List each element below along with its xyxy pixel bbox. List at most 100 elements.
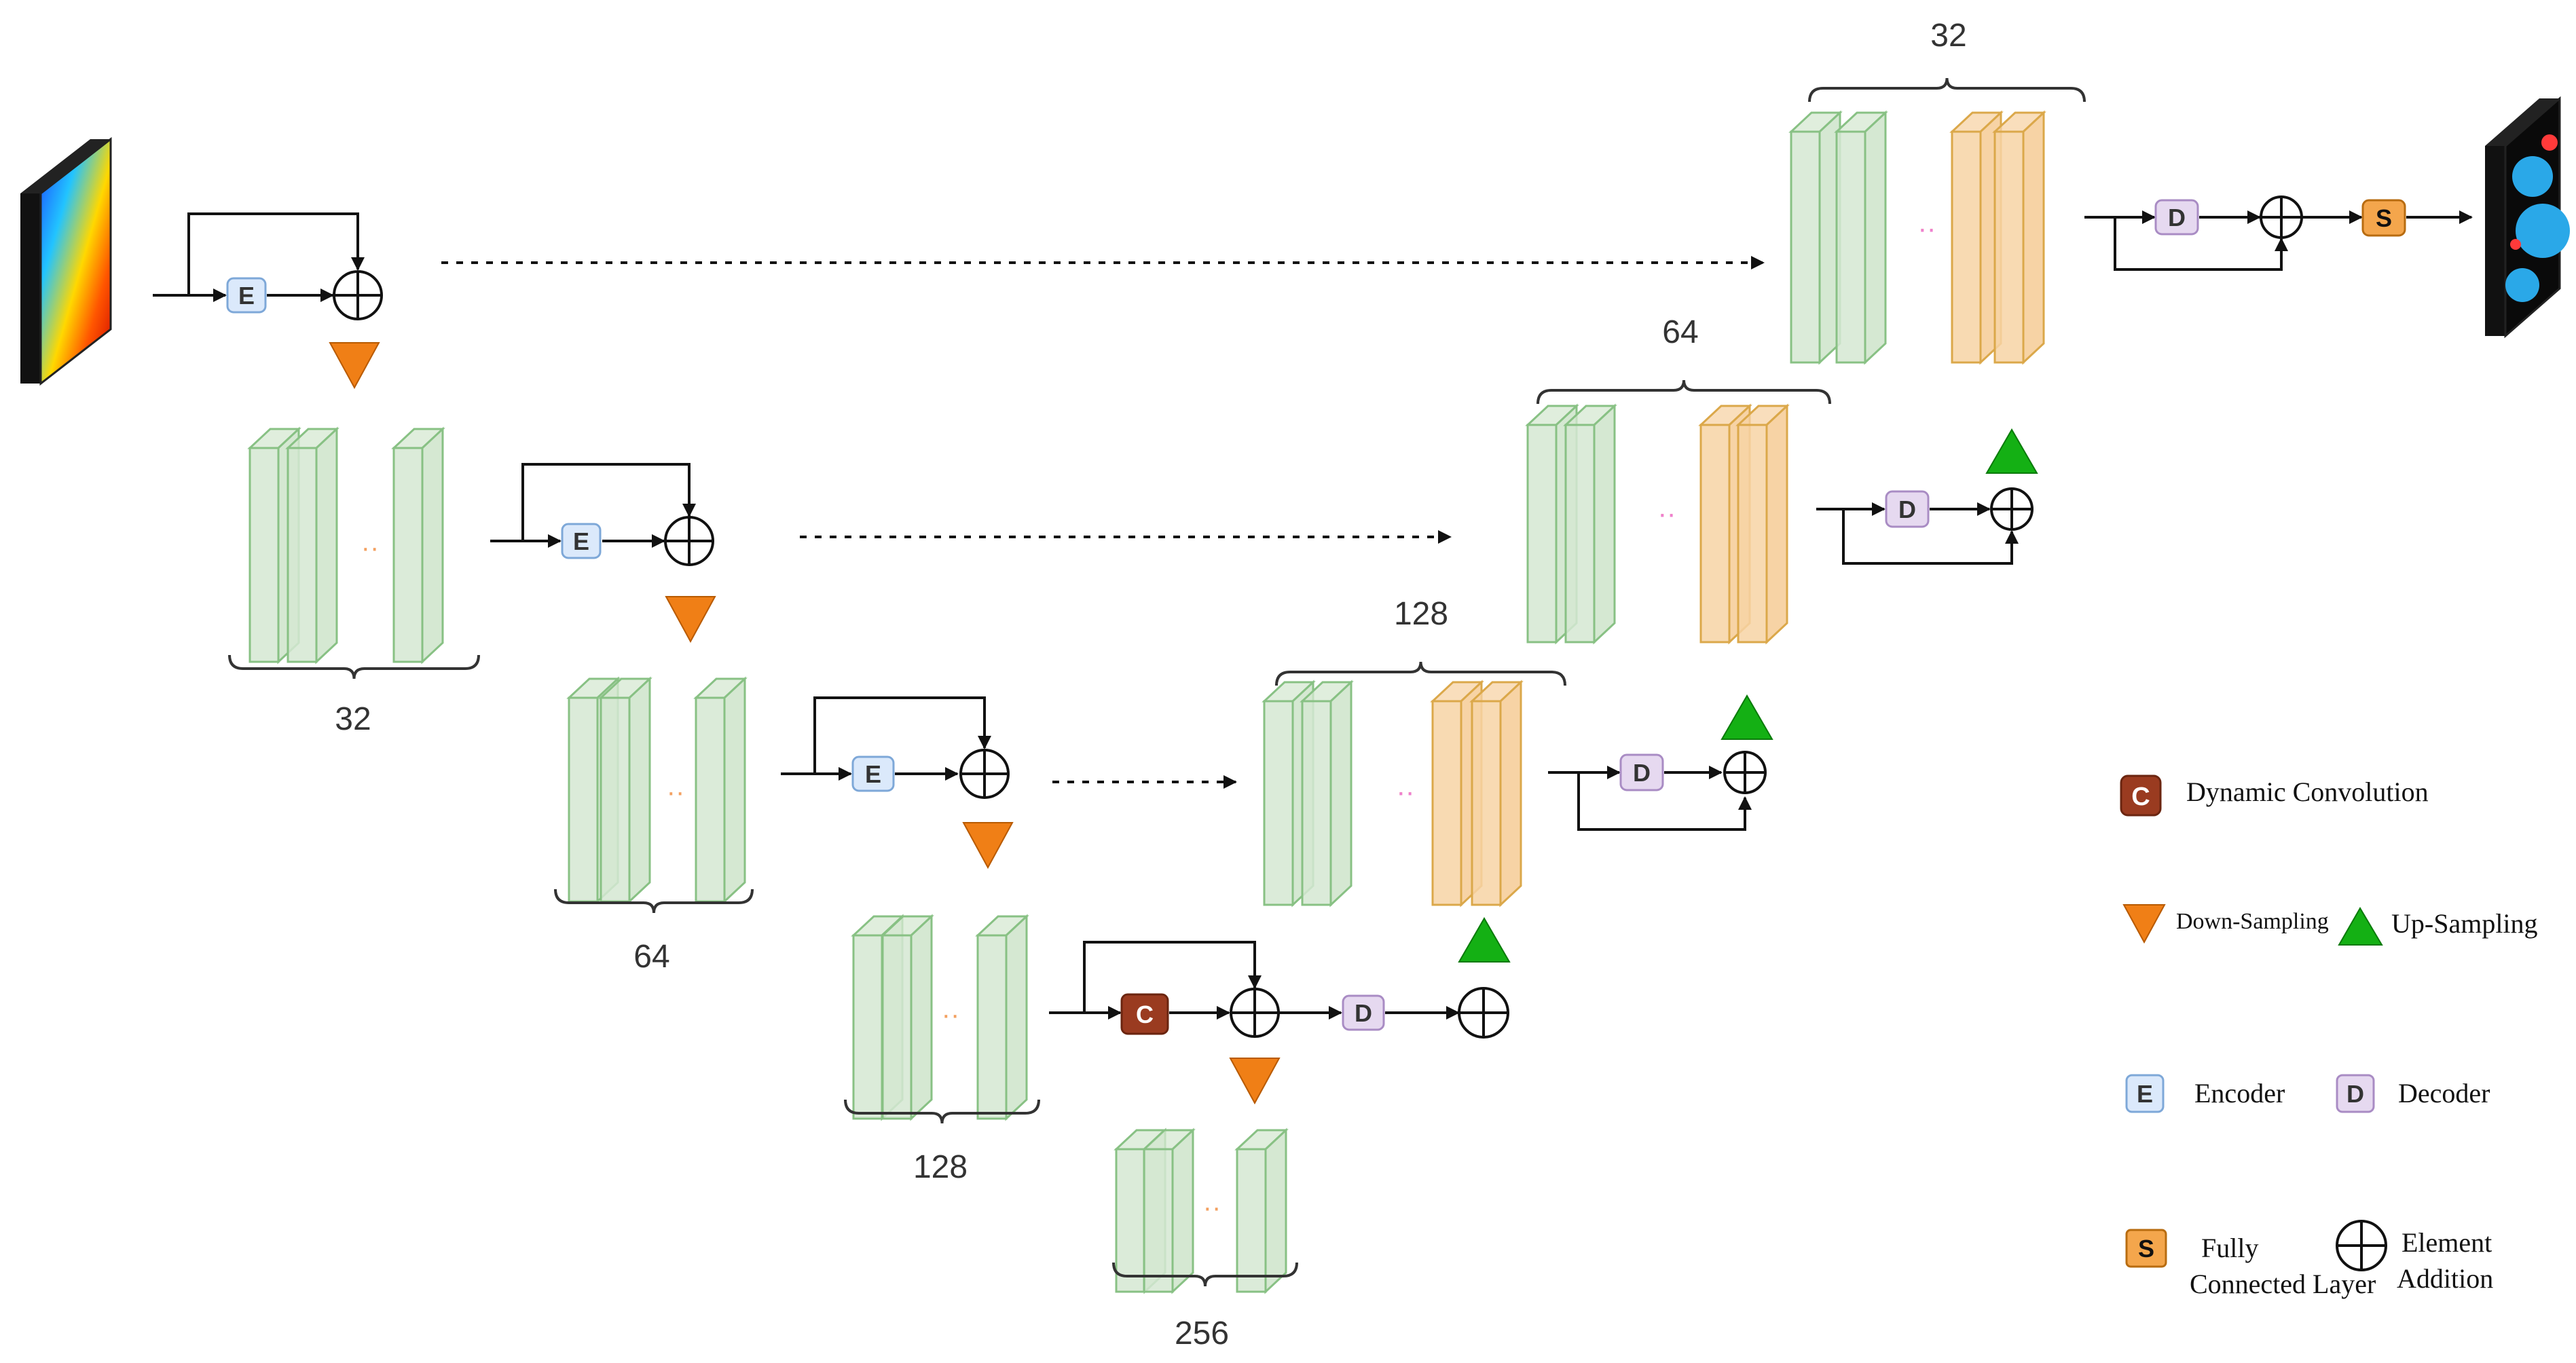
dec2-orange-map (1735, 403, 1790, 645)
dec1-add-icon (2260, 195, 2303, 239)
encoder-icon (2125, 1074, 2165, 1113)
enc2-feature-map (598, 676, 652, 904)
operations: E E E C D D D D S (226, 195, 2406, 1105)
enc3-channels: 128 (913, 1149, 968, 1185)
legend-element-addition-label-2: Addition (2397, 1263, 2493, 1294)
dec1-orange-map (1949, 110, 2004, 365)
dec2-up-icon (1985, 428, 2038, 474)
enc3-feature-map (880, 914, 934, 1121)
enc1-feature-map (285, 426, 339, 665)
up-sampling-icon (2338, 907, 2383, 946)
enc1-down-icon (329, 342, 380, 390)
legend-fully-connected-label-1: Fully (2201, 1233, 2258, 1263)
enc2-skip (521, 463, 696, 541)
bottleneck-brace (1112, 1262, 1298, 1287)
bottom-down-icon (1229, 1058, 1281, 1105)
bottom-dec-add-icon (1458, 987, 1509, 1039)
dec2-skip (1842, 509, 2019, 565)
enc2-add-icon (664, 516, 714, 566)
svg-text:D: D (1355, 999, 1372, 1027)
legend-element-addition: Element Addition (2336, 1220, 2493, 1294)
legend-fully-connected-label-2: Connected Layer (2190, 1269, 2376, 1299)
enc1-add-icon (333, 270, 383, 320)
element-addition-icon (2336, 1220, 2387, 1271)
bottleneck-channels: 256 (1175, 1315, 1229, 1351)
svg-text:C: C (2131, 783, 2150, 811)
dynamic-conv-icon: C (1120, 993, 1169, 1035)
legend-down-sampling: Down-Sampling (2122, 904, 2329, 944)
dec1-ellipsis: ·· (1918, 214, 1936, 244)
enc1-channels: 32 (335, 701, 371, 737)
legend-encoder-label: Encoder (2194, 1078, 2285, 1108)
dec3-green-map (1262, 679, 1316, 908)
encoder-icon: E (561, 523, 602, 559)
dec1-green-ellipsis: ·· (1918, 214, 1936, 244)
dec3-skip (1577, 772, 1752, 831)
enc2-feature-map (693, 676, 748, 904)
dec1-brace (1808, 77, 2086, 102)
enc1-feature-map (391, 426, 445, 665)
dynamic-conv-icon (2120, 774, 2162, 817)
dec3-channels: 128 (1394, 596, 1448, 632)
dec1-channels: 32 (1930, 18, 1966, 54)
dec1-green-map (1834, 110, 1888, 365)
dec3-up-icon (1721, 694, 1773, 740)
dec1-green-map (1788, 110, 1843, 365)
decoder-icon: D (1885, 490, 1930, 528)
legend-decoder: D Decoder (2336, 1074, 2490, 1113)
svg-text:E: E (865, 760, 881, 788)
enc1-brace (228, 654, 480, 679)
enc2-brace (554, 889, 754, 914)
input-image (20, 136, 112, 386)
dec3-add-icon (1723, 751, 1767, 794)
legend-up-sampling: Up-Sampling (2338, 907, 2538, 946)
encoder-icon: E (851, 755, 895, 792)
svg-text:E: E (573, 527, 589, 555)
decoder-icon: D (1342, 994, 1385, 1031)
svg-text:E: E (238, 282, 255, 310)
svg-text:D: D (1898, 496, 1916, 523)
encoder-icon: E (226, 277, 267, 314)
legend-dynamic-conv: C Dynamic Convolution (2120, 774, 2429, 817)
svg-text:C: C (1136, 1001, 1154, 1028)
bottleneck-feature-ellipsis: ·· (1203, 1193, 1221, 1222)
legend: C Dynamic Convolution Down-Sampling Up-S… (2120, 774, 2538, 1299)
svg-text:D: D (2168, 204, 2186, 231)
svg-text:D: D (1633, 759, 1651, 787)
enc3-down-icon (962, 822, 1014, 870)
svg-text:S: S (2376, 204, 2392, 232)
legend-down-sampling-label: Down-Sampling (2176, 909, 2329, 934)
enc1-skip (187, 212, 365, 295)
dec1-orange-map (1992, 110, 2046, 365)
bottleneck-feature-map (1234, 1127, 1289, 1294)
enc3-feature-ellipsis: ·· (942, 1000, 960, 1030)
enc3-brace (844, 1099, 1040, 1124)
fully-connected-icon: S (2361, 199, 2406, 237)
decoder-icon (2336, 1074, 2375, 1113)
dec2-green-map (1563, 403, 1617, 645)
dec3-brace (1275, 661, 1566, 686)
feature-maps: ···················· (228, 77, 2086, 1294)
bottom-skip (1083, 941, 1262, 1013)
svg-text:E: E (2137, 1080, 2153, 1108)
legend-fully-connected: S Fully Connected Layer (2125, 1229, 2376, 1299)
dec3-orange-map (1469, 679, 1524, 908)
dec2-channels: 64 (1662, 314, 1698, 350)
enc3-skip (813, 696, 991, 774)
connections (153, 210, 2473, 1020)
svg-text:S: S (2138, 1235, 2154, 1263)
dec3-green-ellipsis: ·· (1397, 777, 1415, 807)
legend-encoder: E Encoder (2125, 1074, 2285, 1113)
bottom-add-icon (1230, 988, 1280, 1038)
decoder-icon: D (1619, 753, 1664, 791)
enc2-down-icon (665, 596, 716, 643)
output-image (2485, 96, 2570, 339)
dec1-skip (2114, 217, 2288, 271)
down-sampling-icon (2122, 904, 2166, 944)
dec3-green-map (1300, 679, 1354, 908)
enc1-feature-ellipsis: ·· (361, 533, 380, 563)
enc3-feature-map (975, 914, 1029, 1121)
legend-decoder-label: Decoder (2398, 1078, 2490, 1108)
decoder-icon: D (2154, 199, 2199, 236)
